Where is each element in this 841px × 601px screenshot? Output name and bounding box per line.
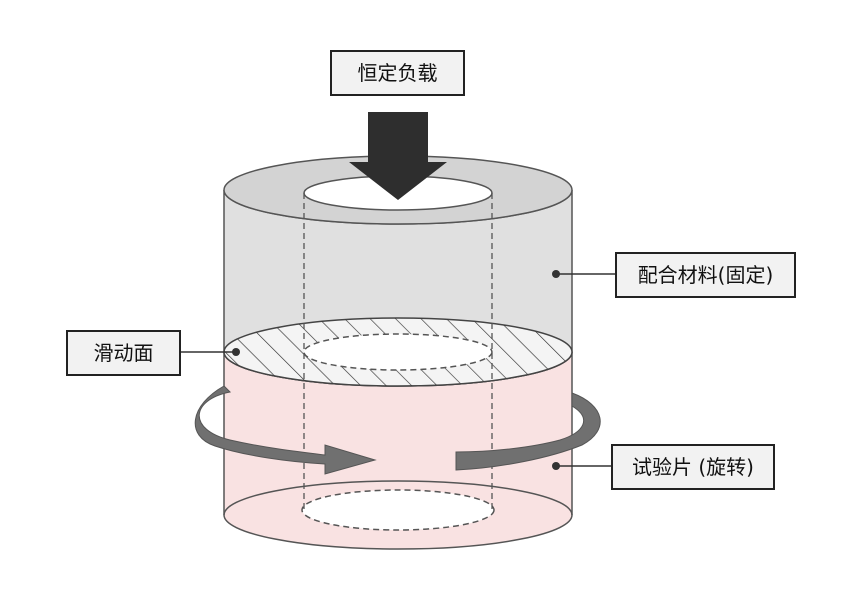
label-sliding-surface: 滑动面 (66, 330, 181, 376)
label-counter-material: 配合材料(固定) (615, 252, 796, 298)
label-counter-material-text: 配合材料(固定) (638, 263, 774, 287)
label-constant-load: 恒定负载 (330, 50, 465, 96)
load-arrow (349, 112, 447, 200)
label-specimen: 试验片 (旋转) (611, 444, 775, 490)
label-sliding-surface-text: 滑动面 (94, 341, 154, 365)
sliding-surface (223, 317, 573, 387)
label-specimen-text: 试验片 (旋转) (632, 455, 754, 479)
specimen-cylinder (223, 351, 573, 550)
rotation-arrow (194, 385, 601, 475)
leader-lines (180, 270, 616, 470)
label-constant-load-text: 恒定负载 (358, 61, 438, 85)
